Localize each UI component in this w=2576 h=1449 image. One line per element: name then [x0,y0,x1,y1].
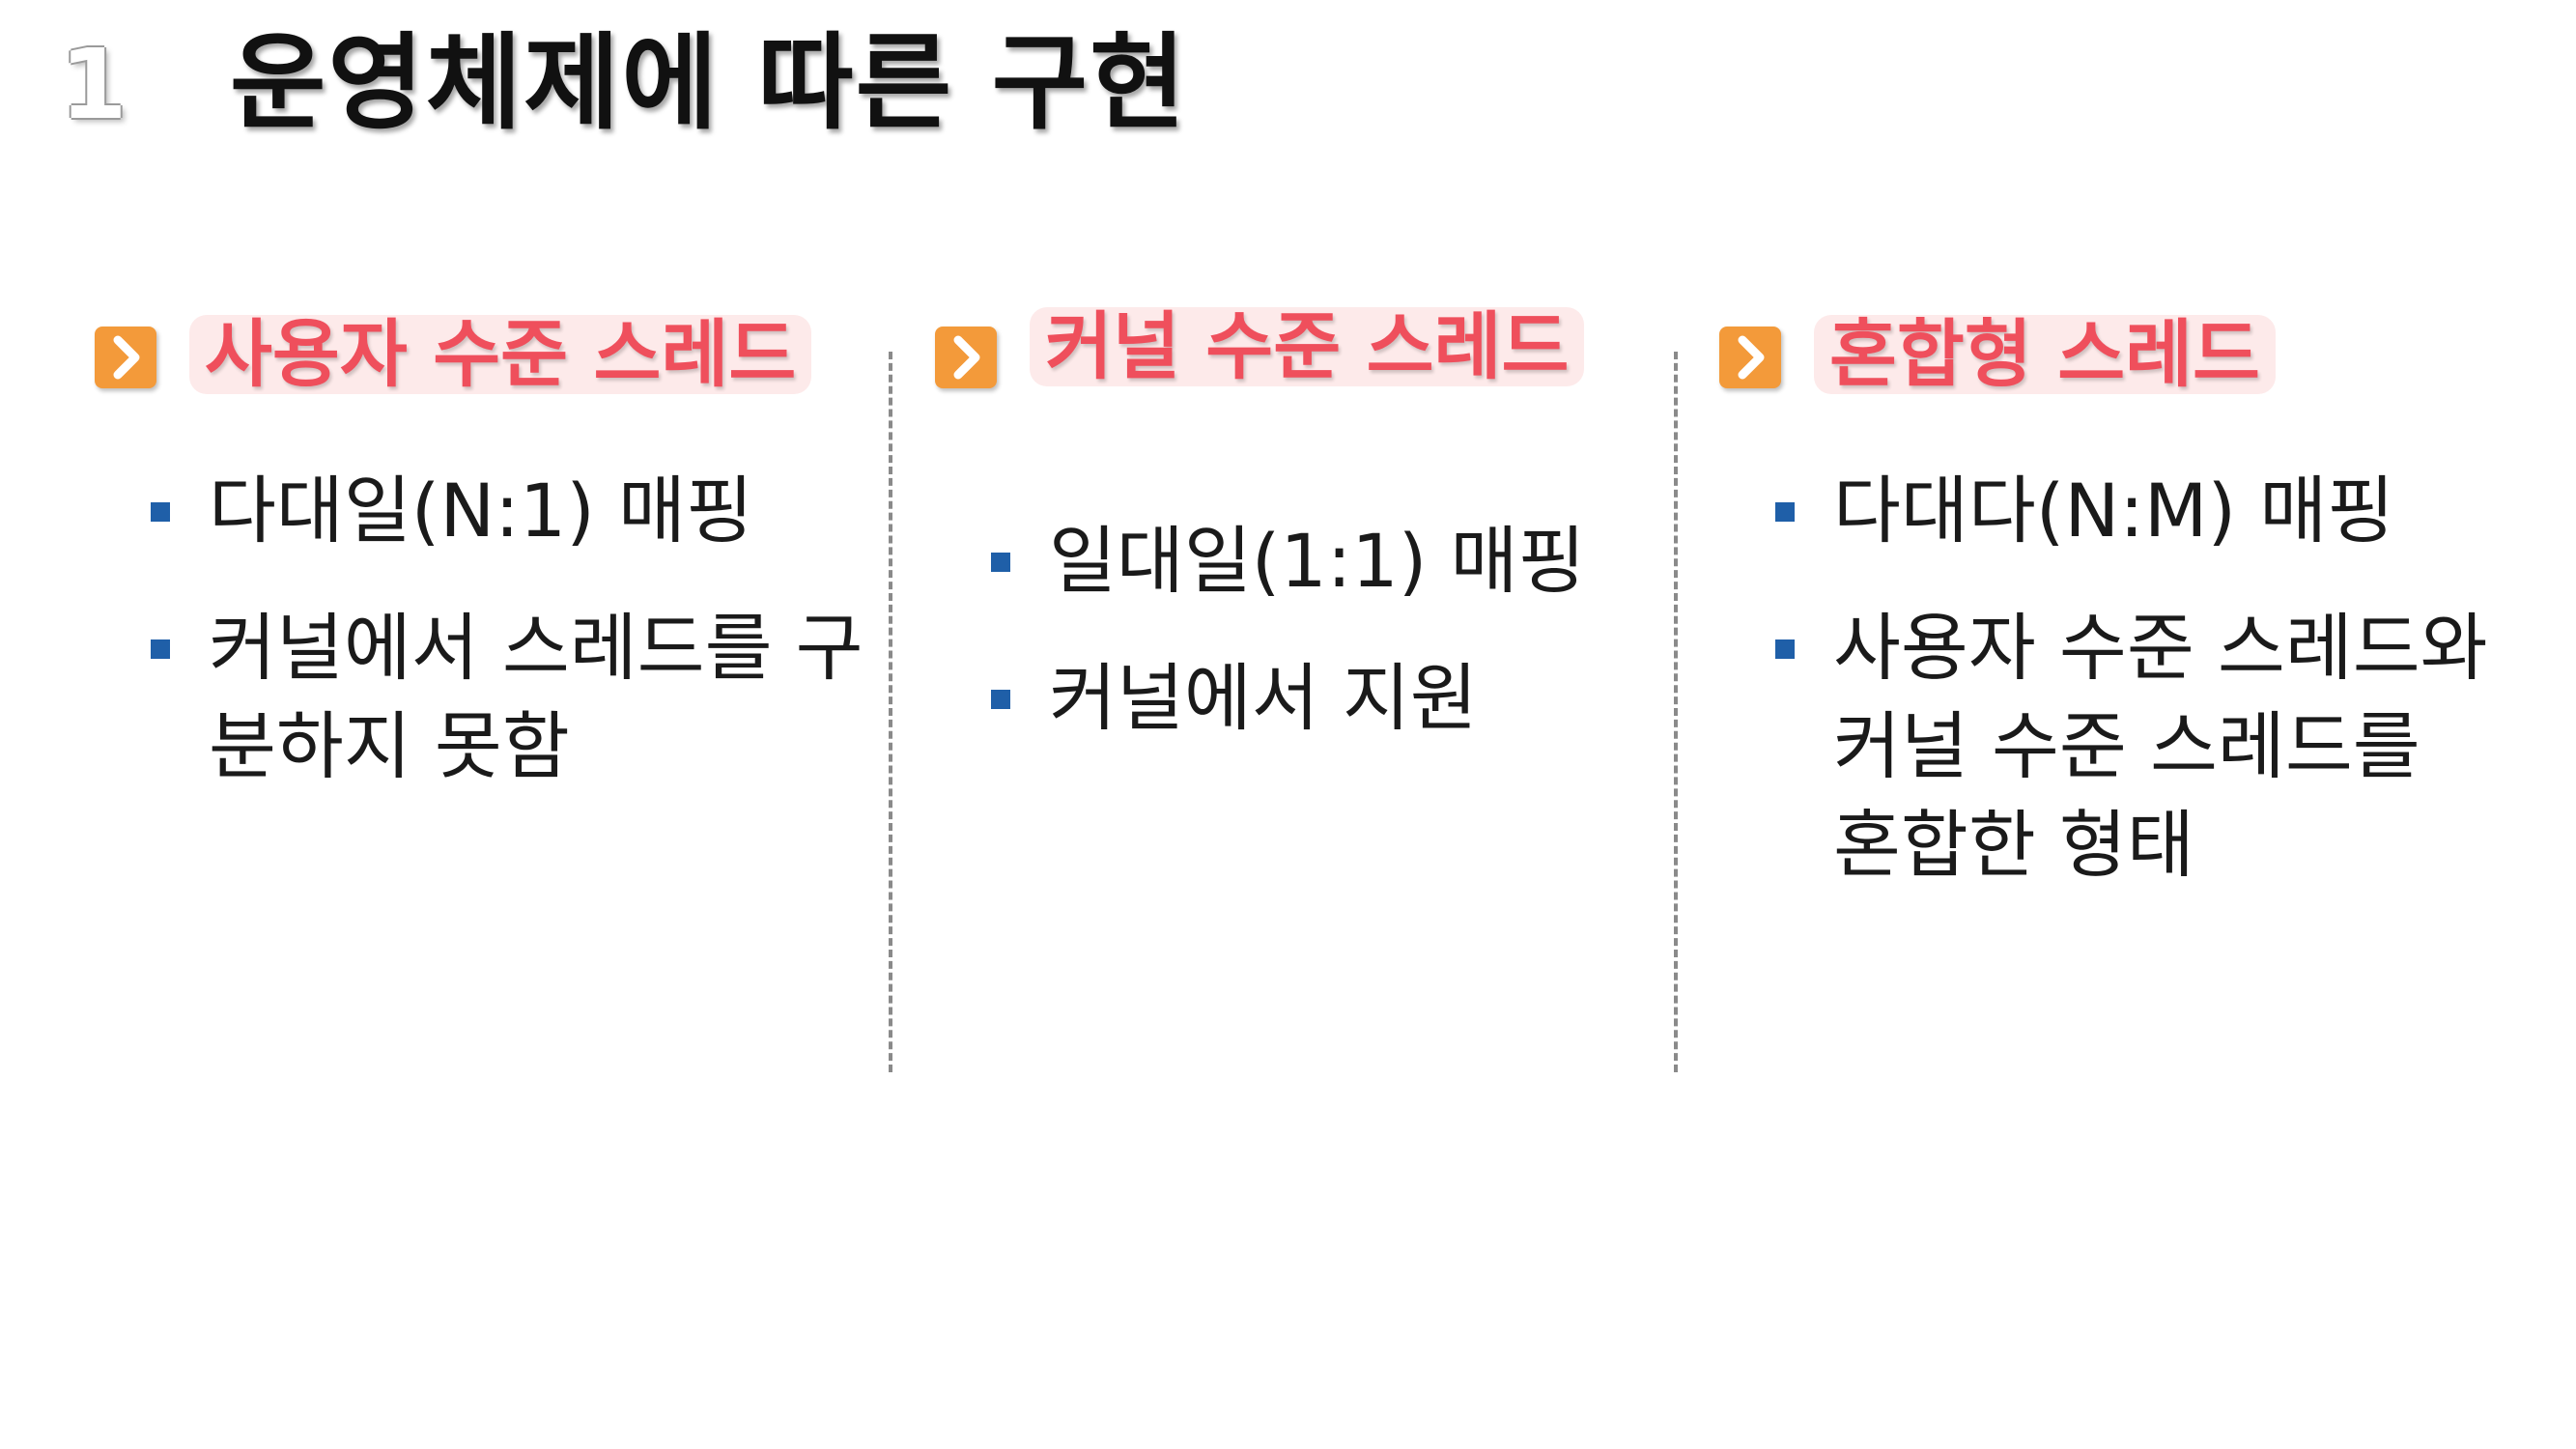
list-item: 커널에서 지원 [991,649,1667,748]
chevron-right-icon [95,327,156,388]
list-item: 다대다(N:M) 매핑 [1775,462,2509,560]
bullet-text: 사용자 수준 스레드와 커널 수준 스레드를 혼합한 형태 [1833,605,2488,888]
list-item: 다대일(N:1) 매핑 [151,462,885,560]
square-bullet-icon [1775,502,1795,522]
bullet-list: 일대일(1:1) 매핑 커널에서 지원 [991,512,1667,786]
column-header: 혼합형 스레드 [1719,307,2550,404]
list-item: 사용자 수준 스레드와 커널 수준 스레드를 혼합한 형태 [1775,599,2509,895]
bullet-list: 다대다(N:M) 매핑 사용자 수준 스레드와 커널 수준 스레드를 혼합한 형… [1775,462,2509,933]
column-divider [889,352,892,1072]
bullet-text: 일대일(1:1) 매핑 [1049,518,1586,604]
column-kernel-level-thread: 커널 수준 스레드 일대일(1:1) 매핑 커널에서 지원 [935,307,1669,1080]
column-divider [1674,352,1678,1072]
chevron-right-icon [935,327,997,388]
column-header: 커널 수준 스레드 [935,307,1669,404]
page-title: 운영체제에 따른 구현 [230,23,1188,144]
bullet-text: 다대다(N:M) 매핑 [1833,468,2395,554]
square-bullet-icon [151,502,170,522]
bullet-text: 커널에서 지원 [1049,655,1478,741]
column-hybrid-thread: 혼합형 스레드 다대다(N:M) 매핑 사용자 수준 스레드와 커널 수준 스레… [1719,307,2550,1080]
column-header-label: 사용자 수준 스레드 [189,315,812,394]
square-bullet-icon [151,639,170,659]
column-user-level-thread: 사용자 수준 스레드 다대일(N:1) 매핑 커널에서 스레드를 구분하지 못함 [95,307,887,1080]
bullet-text: 커널에서 스레드를 구분하지 못함 [209,605,863,789]
square-bullet-icon [991,553,1010,572]
bullet-text: 다대일(N:1) 매핑 [209,468,753,554]
column-header-label: 커널 수준 스레드 [1030,307,1585,386]
chevron-right-icon [1719,327,1781,388]
square-bullet-icon [1775,639,1795,659]
square-bullet-icon [991,690,1010,709]
bullet-list: 다대일(N:1) 매핑 커널에서 스레드를 구분하지 못함 [151,462,885,835]
slide-number: 1 [60,28,127,141]
column-header: 사용자 수준 스레드 [95,307,887,404]
list-item: 일대일(1:1) 매핑 [991,512,1667,611]
column-header-label: 혼합형 스레드 [1814,315,2276,394]
list-item: 커널에서 스레드를 구분하지 못함 [151,599,885,796]
